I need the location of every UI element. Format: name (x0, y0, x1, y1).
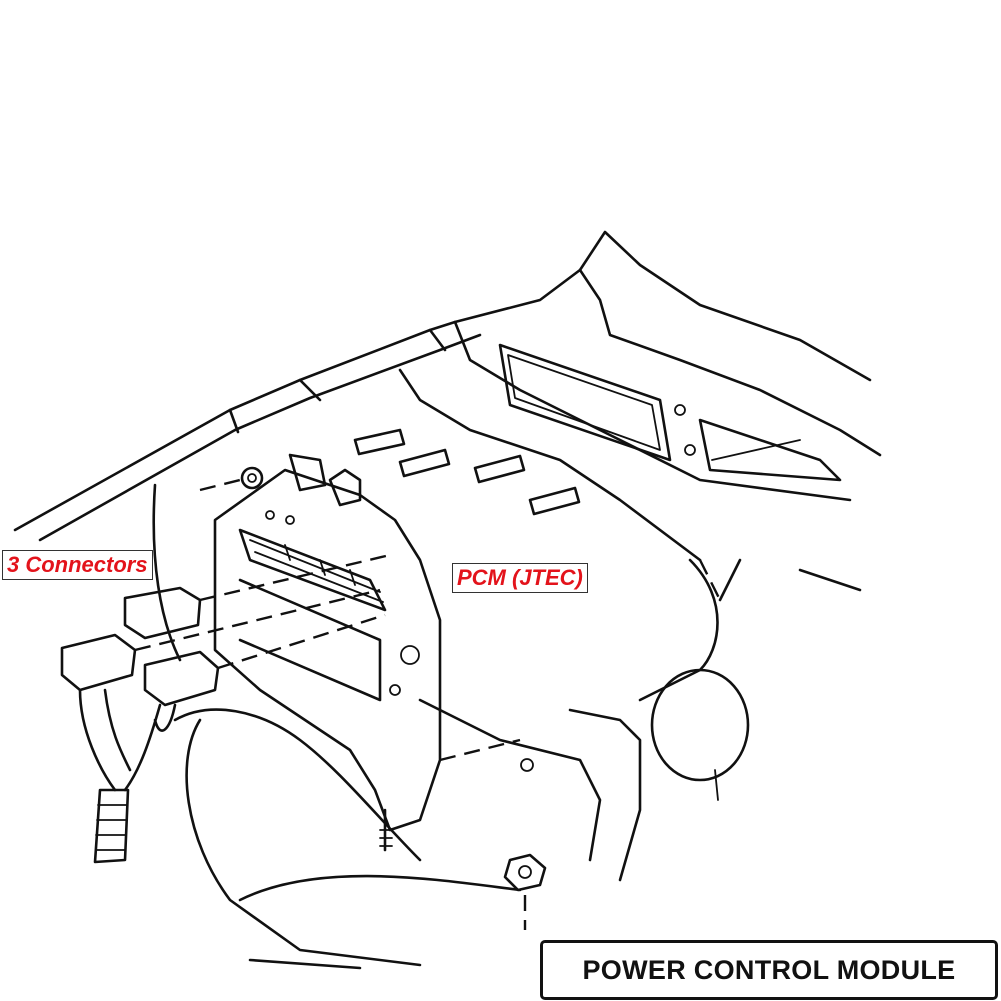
window-openings (498, 343, 842, 482)
fender-outline (13, 230, 882, 970)
diagram-title: POWER CONTROL MODULE (540, 940, 998, 1000)
leader-line (698, 559, 722, 601)
mounting-studs (353, 428, 581, 516)
lower-fastener (439, 668, 750, 930)
nut (199, 466, 264, 492)
pcm-module (213, 453, 442, 852)
pcm-callout: PCM (JTEC) (452, 563, 588, 593)
connectors (60, 553, 391, 864)
connectors-callout: 3 Connectors (2, 550, 153, 580)
